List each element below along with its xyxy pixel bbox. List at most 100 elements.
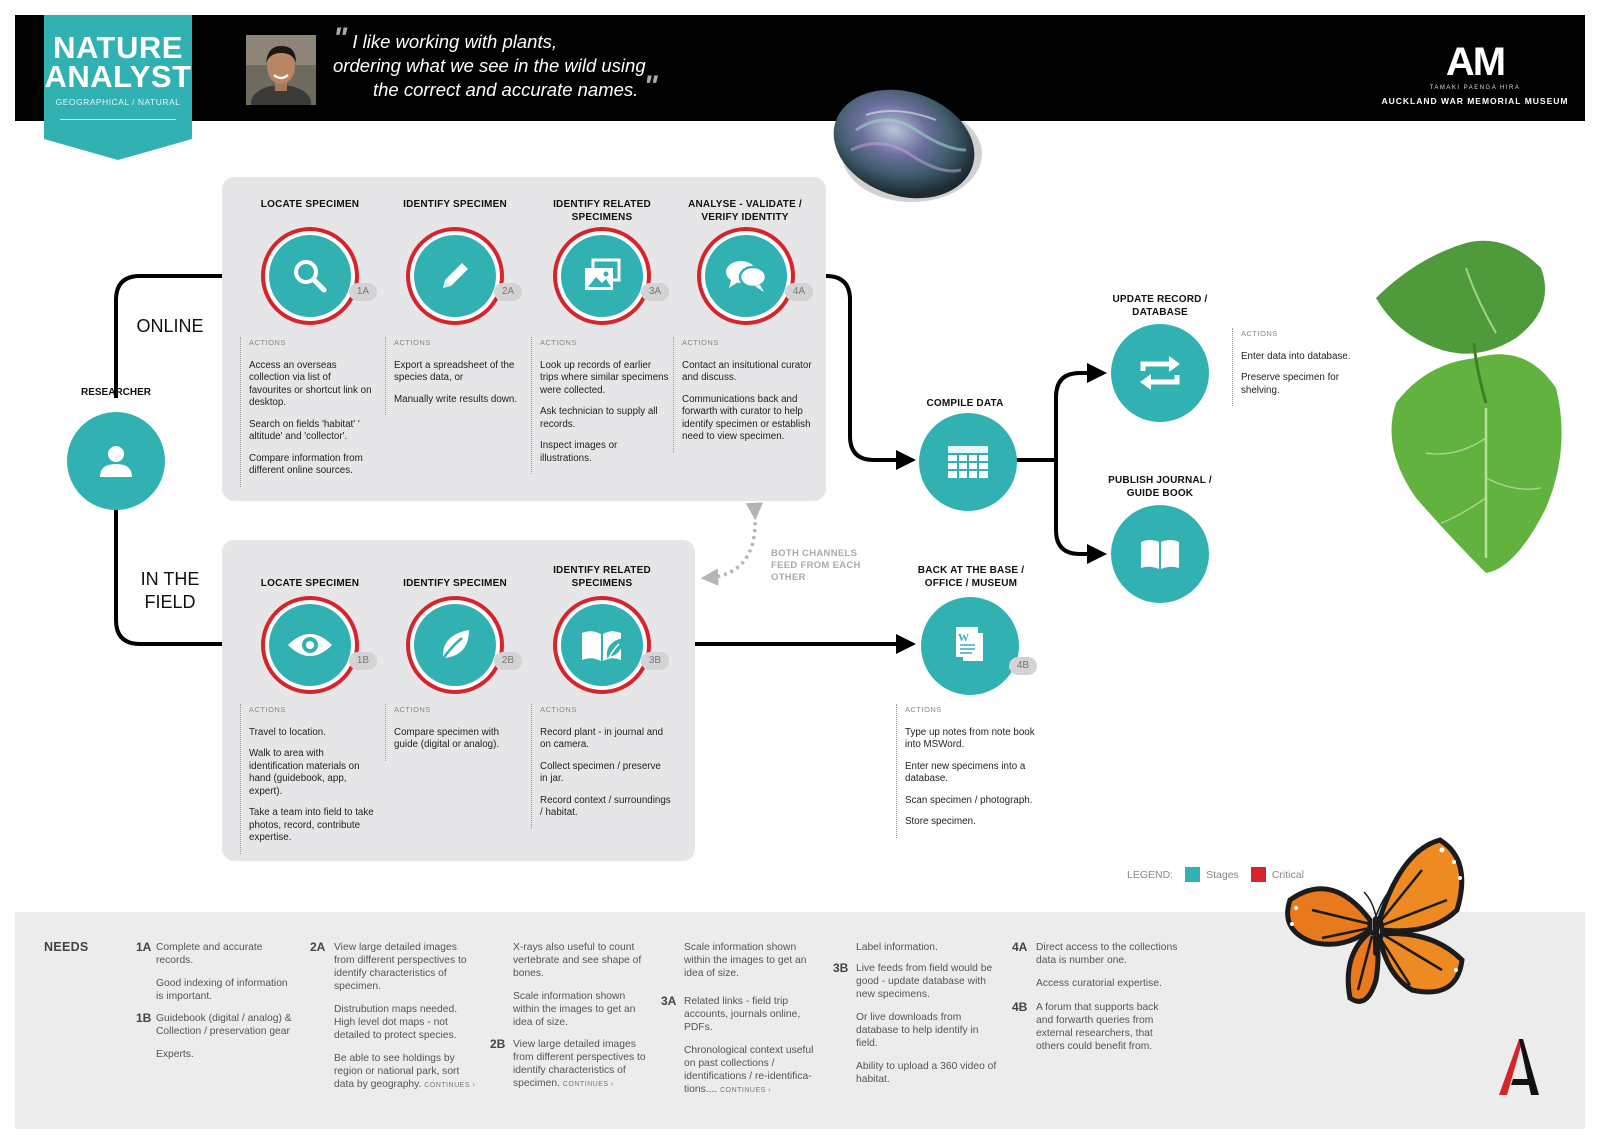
need-code: 1B <box>136 1011 152 1025</box>
feed-note-line1: BOTH CHANNELS <box>771 548 858 559</box>
need-4a: Direct access to the collections data is… <box>1036 941 1186 1000</box>
update-title-line1: UPDATE RECORD / <box>1112 294 1208 305</box>
stage-4a-title-line2: VERIFY IDENTITY <box>701 212 789 223</box>
update-actions: ACTIONS Enter data into database. Preser… <box>1232 328 1362 406</box>
need-item: Label information. <box>856 942 938 953</box>
need-1a: Complete and accurate records. Good inde… <box>156 941 291 1013</box>
leaf-icon <box>440 630 469 661</box>
update-title: UPDATE RECORD / DATABASE <box>1085 293 1235 319</box>
quote-line2: ordering what we see in the wild using <box>333 55 646 76</box>
stage-1a-title-line1: LOCATE SPECIMEN <box>260 199 360 210</box>
field-channel-label-line2: FIELD <box>144 592 196 612</box>
action-item: Collect specimen / preserve in jar. <box>540 760 661 785</box>
svg-text:W: W <box>958 632 969 644</box>
stage-3b-title-line2: SPECIMENS <box>571 578 633 589</box>
legend: LEGEND: Stages Critical <box>1127 867 1304 882</box>
action-item: Compare information from different onlin… <box>249 452 363 477</box>
legend-label: LEGEND: <box>1127 868 1174 881</box>
badge-title: NATURE ANALYST <box>44 30 192 94</box>
museum-logo: AM TAMAKI PAENGA HIRA AUCKLAND WAR MEMOR… <box>1380 40 1570 106</box>
stage-3a-circle: 3A <box>553 227 669 325</box>
kawakawa-leaves-image <box>1356 238 1571 578</box>
badge-shape <box>44 15 192 160</box>
actions-label: ACTIONS <box>394 338 431 347</box>
stage-core <box>269 235 351 317</box>
stage-3b-actions: ACTIONS Record plant - in journal and on… <box>531 704 671 829</box>
badge-divider <box>60 119 176 120</box>
need-item: Experts. <box>156 1049 194 1060</box>
word-document-icon: W <box>956 627 985 663</box>
need-2a: View large detailed images from differen… <box>334 941 479 1102</box>
stage-3b-title: IDENTIFY RELATED SPECIMENS <box>527 564 677 590</box>
need-code: 2B <box>490 1037 506 1051</box>
nature-analyst-badge: NATURE ANALYST GEOGRAPHICAL / NATURAL <box>44 15 192 163</box>
stage-3b-code: 3B <box>641 652 669 670</box>
stage-3a-title-line1: IDENTIFY RELATED <box>553 199 651 210</box>
need-item-with-continues: View large detailed images from differen… <box>513 1038 658 1091</box>
stage-2a-title-line1: IDENTIFY SPECIMEN <box>403 199 507 210</box>
actions-label: ACTIONS <box>905 705 942 714</box>
need-item-with-continues: Chronological context useful on past col… <box>684 1044 824 1097</box>
need-1b: Guidebook (digital / analog) & Collectio… <box>156 1012 296 1071</box>
museum-logo-subtitle: TAMAKI PAENGA HIRA <box>1429 85 1521 91</box>
auckland-museum-corner-logo <box>1497 1037 1541 1097</box>
person-icon <box>100 446 132 477</box>
action-item: Ask technician to supply all records. <box>540 406 658 430</box>
legend-stages-swatch <box>1185 867 1201 882</box>
need-item: Ability to upload a 360 video of habitat… <box>856 1061 997 1085</box>
need-item: Access curatorial expertise. <box>1036 978 1162 989</box>
stage-1a-title: LOCATE SPECIMEN <box>235 198 385 211</box>
researcher-circle <box>67 412 165 510</box>
stage-4a-actions: ACTIONS Contact an insitutional curator … <box>673 337 813 453</box>
stage-core <box>705 235 787 317</box>
need-code: 1A <box>136 940 152 954</box>
stage-3b-title-line1: IDENTIFY RELATED <box>553 565 651 576</box>
need-item: Scale information shown within the image… <box>684 942 807 979</box>
action-item: Record context / surroundings / habitat. <box>540 794 671 819</box>
base-circle: W 4B <box>921 597 1037 695</box>
action-item: Access an overseas collection via list o… <box>249 359 372 409</box>
stage-3a-code: 3A <box>641 283 669 301</box>
stage-2b-title-line1: IDENTIFY SPECIMEN <box>403 578 507 589</box>
researcher-portrait <box>246 35 316 105</box>
stage-1a-code: 1A <box>349 283 377 301</box>
actions-label: ACTIONS <box>1241 329 1278 338</box>
need-item: Guidebook (digital / analog) & Collectio… <box>156 1013 292 1037</box>
need-item: Or live downloads from database to help … <box>856 1012 979 1049</box>
continues-link[interactable]: CONTINUES › <box>424 1082 476 1089</box>
museum-logo-name: AUCKLAND WAR MEMORIAL MUSEUM <box>1381 96 1569 106</box>
stage-1b-actions: ACTIONS Travel to location. Walk to area… <box>240 704 375 854</box>
stage-4a-title-line1: ANALYSE - VALIDATE / <box>688 199 802 210</box>
compile-title: COMPILE DATA <box>926 398 1004 409</box>
field-channel-label-line1: IN THE <box>140 569 200 589</box>
publish-title-line1: PUBLISH JOURNAL / <box>1108 475 1212 486</box>
need-item: Be able to see holdings by region or nat… <box>334 1053 460 1090</box>
continues-link[interactable]: CONTINUES › <box>562 1081 614 1088</box>
badge-title-line2: ANALYST <box>44 59 192 94</box>
stage-2a-actions: ACTIONS Export a spreadsheet of the spec… <box>385 337 525 415</box>
need-3a-continued: Label information. <box>856 941 1001 964</box>
base-title-line1: BACK AT THE BASE / <box>917 565 1025 576</box>
magnifier-icon <box>294 260 327 293</box>
online-channel-label: ONLINE <box>136 316 204 336</box>
action-item: Take a team into field to take photos, r… <box>249 807 374 843</box>
stage-1a-circle: 1A <box>261 227 377 325</box>
quote-line1: I like working with plants, <box>352 31 557 52</box>
need-code: 3A <box>661 994 677 1008</box>
compile-circle <box>919 413 1017 511</box>
both-channels-note: BOTH CHANNELS FEED FROM EACH OTHER <box>771 548 861 584</box>
actions-label: ACTIONS <box>249 338 286 347</box>
open-quote-icon: " <box>333 22 348 55</box>
needs-section <box>15 912 1585 1129</box>
update-title-line2: DATABASE <box>1132 307 1188 318</box>
stage-3a-title-line2: SPECIMENS <box>571 212 633 223</box>
base-title: BACK AT THE BASE / OFFICE / MUSEUM <box>896 564 1046 590</box>
action-item: Search on fields 'habitat' ' altitude' a… <box>249 418 360 443</box>
stage-2b-title: IDENTIFY SPECIMEN <box>380 577 530 590</box>
action-item: Scan specimen / photograph. <box>905 794 1033 806</box>
stage-4a-circle: 4A <box>697 227 813 325</box>
base-title-line2: OFFICE / MUSEUM <box>924 578 1018 589</box>
stage-2b-actions: ACTIONS Compare specimen with guide (dig… <box>385 704 525 761</box>
continues-link[interactable]: CONTINUES › <box>720 1087 772 1094</box>
badge-title-line1: NATURE <box>53 30 183 65</box>
